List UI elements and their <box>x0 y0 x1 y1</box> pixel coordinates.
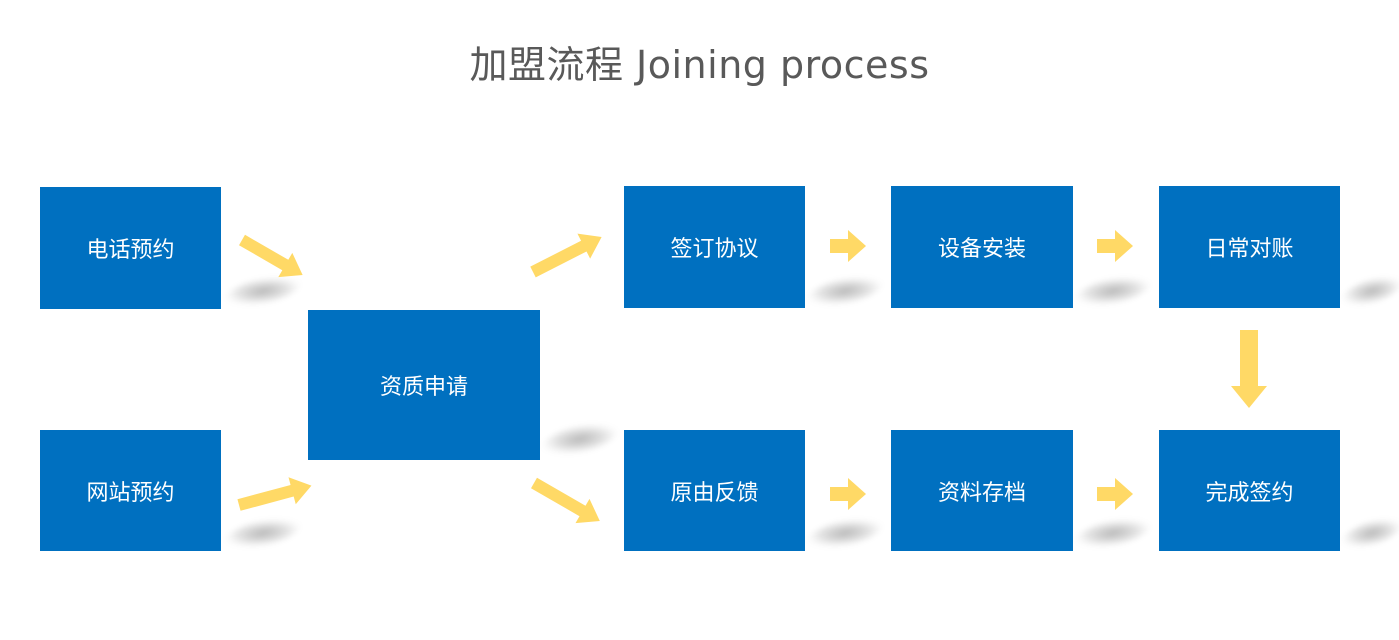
arrow-right-icon <box>1097 230 1133 262</box>
step-website-booking: 网站预约 <box>40 430 221 551</box>
step-label: 电话预约 <box>86 238 175 263</box>
arrow-right-icon <box>1097 478 1133 510</box>
step-qualification-application: 资质申请 <box>308 310 540 460</box>
step-label: 完成签约 <box>1205 480 1294 506</box>
step-sign-agreement: 签订协议 <box>624 186 805 308</box>
step-label: 日常对账 <box>1205 237 1294 262</box>
arrow-right-up-icon <box>237 477 312 511</box>
arrow-down-icon <box>1231 330 1267 408</box>
page-title: 加盟流程 Joining process <box>469 43 930 87</box>
arrow-right-down-icon <box>239 234 303 278</box>
step-label: 设备安装 <box>937 237 1026 262</box>
step-complete-contract: 完成签约 <box>1159 430 1340 551</box>
step-reason-feedback: 原由反馈 <box>624 430 805 551</box>
step-label: 资质申请 <box>379 375 468 400</box>
step-label: 网站预约 <box>86 480 175 506</box>
step-label: 签订协议 <box>670 237 759 262</box>
step-equipment-installation: 设备安装 <box>891 186 1073 308</box>
step-document-archiving: 资料存档 <box>891 430 1073 551</box>
step-phone-booking: 电话预约 <box>40 187 221 309</box>
arrow-right-up-icon <box>530 233 602 278</box>
step-label: 资料存档 <box>937 480 1026 506</box>
step-daily-reconciliation: 日常对账 <box>1159 186 1340 308</box>
step-label: 原由反馈 <box>670 480 759 506</box>
arrow-right-icon <box>830 478 866 510</box>
arrow-right-down-icon <box>531 477 600 524</box>
arrow-right-icon <box>830 230 866 262</box>
